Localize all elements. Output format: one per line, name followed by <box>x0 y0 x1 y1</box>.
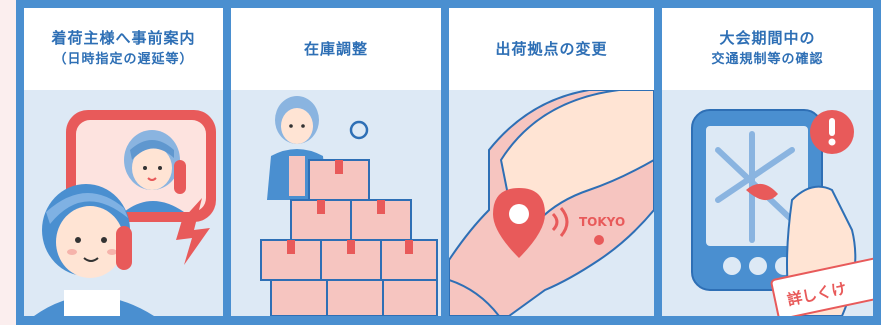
panel-advance-notice: 着荷主様へ事前案内 （日時指定の遅延等） <box>24 8 223 316</box>
panel-header: 出荷拠点の変更 <box>449 8 654 90</box>
map-label-tokyo: TOKYO <box>579 215 625 229</box>
panel-header: 大会期間中の 交通規制等の確認 <box>662 8 873 90</box>
panel-title: 在庫調整 <box>303 40 368 58</box>
panel-title: 着荷主様へ事前案内 <box>51 29 196 47</box>
panel-traffic-check: 大会期間中の 交通規制等の確認 詳しくけ <box>662 8 873 316</box>
panel-title: 大会期間中の <box>719 29 816 47</box>
panel-shipping-base: 出荷拠点の変更 TOKYO <box>449 8 654 316</box>
panel-header: 着荷主様へ事前案内 （日時指定の遅延等） <box>24 8 223 90</box>
box-stack-illustration <box>260 96 438 316</box>
panel-subtitle: 交通規制等の確認 <box>711 52 824 67</box>
map-pin-illustration: TOKYO <box>449 90 654 316</box>
panel-title: 出荷拠点の変更 <box>495 40 608 58</box>
phone-call-illustration <box>34 110 216 316</box>
tablet-map-illustration: 詳しくけ <box>691 109 873 316</box>
panel-inventory: 在庫調整 <box>231 8 441 316</box>
panel-header: 在庫調整 <box>231 8 441 90</box>
panel-subtitle: （日時指定の遅延等） <box>53 52 194 67</box>
